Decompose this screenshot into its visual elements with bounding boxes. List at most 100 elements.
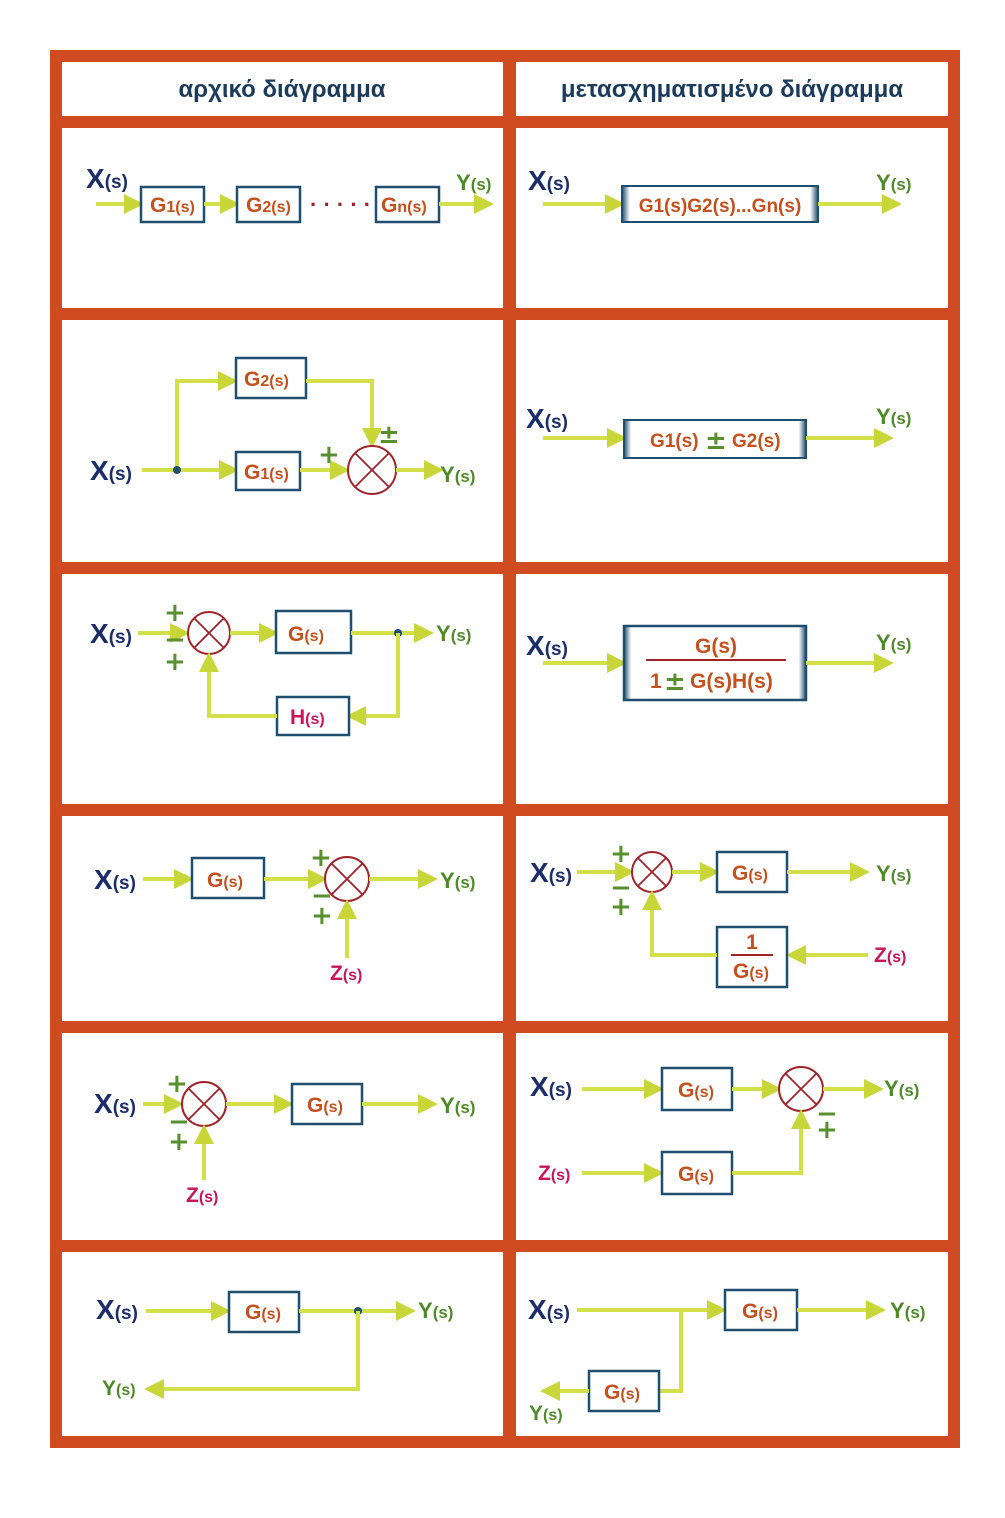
- wire: [659, 1310, 683, 1393]
- cell-r5-left: [62, 1033, 503, 1240]
- sign-plus: +: [318, 440, 340, 470]
- diagram-takeoff-after-original: X(s) Y(s) Y(s) G(s): [96, 1290, 453, 1400]
- junction-cross: [330, 862, 364, 896]
- sign-plus-minus: ±: [664, 667, 686, 697]
- input-x: X(s): [526, 630, 568, 661]
- junction-cross: [354, 452, 390, 488]
- input-z: Z(s): [186, 1184, 218, 1207]
- block-g-main: [723, 1288, 799, 1332]
- sign-minus: −: [311, 881, 333, 911]
- header-left-text: αρχικό διάγραμμα: [178, 76, 385, 103]
- input-x: X(s): [526, 403, 568, 434]
- block-g-upper: [660, 1066, 734, 1112]
- input-x: X(s): [530, 1071, 572, 1102]
- cell-r5-right: [516, 1033, 948, 1240]
- pickoff-point: [173, 466, 181, 474]
- output-y: Y(s): [440, 1093, 475, 1118]
- cell-r3-left: [62, 574, 503, 804]
- junction-cross: [784, 1072, 818, 1106]
- block-g: [290, 1082, 364, 1126]
- input-z: Z(s): [874, 944, 906, 967]
- input-x: X(s): [86, 163, 128, 194]
- output-y-branch: Y(s): [102, 1377, 136, 1400]
- wire: [144, 1311, 360, 1399]
- sign-plus: +: [164, 598, 186, 628]
- diagram-summing-after-original: + − + X(s) Y(s) Z(s) G(s): [94, 843, 475, 985]
- sign-plus-minus: ±: [378, 420, 400, 450]
- diagram-summing-after-transformed: 1 G(s) + − + X(s) Y(s) Z(s) G(s): [530, 839, 911, 989]
- label-g2: G2(s): [244, 368, 289, 391]
- diagram-feedback-original: + − + X(s) Y(s) G(s) H(s): [90, 598, 471, 737]
- diagram-parallel-transformed: G1(s) ± G2(s) X(s) Y(s): [526, 403, 911, 459]
- input-x: X(s): [528, 165, 570, 196]
- wire: [306, 379, 382, 448]
- wire: [199, 652, 277, 718]
- diagram-series-transformed: G1(s)G2(s)...Gn(s) X(s) Y(s): [528, 165, 911, 223]
- header-cell-left: [62, 62, 503, 116]
- output-y: Y(s): [876, 861, 911, 886]
- label-g-lower: G(s): [678, 1163, 714, 1186]
- input-x: X(s): [528, 1294, 570, 1325]
- label-g-upper: G(s): [678, 1079, 714, 1102]
- sign-plus-minus: ±: [705, 426, 727, 456]
- junction-cross: [187, 1087, 221, 1121]
- junction-cross: [637, 857, 667, 887]
- sign-plus: +: [816, 1115, 838, 1145]
- output-y: Y(s): [436, 621, 471, 646]
- block-g-branch: [587, 1369, 661, 1413]
- diagram-parallel-original: + ± X(s) Y(s) G2(s) G1(s): [90, 356, 475, 495]
- sign-minus: −: [168, 1107, 190, 1137]
- diagram-series-original: · · · · · X(s) Y(s) G1(s) G2(s) Gn(s): [86, 163, 494, 224]
- label-g-main: G(s): [742, 1300, 778, 1323]
- cell-r2-left: [62, 320, 503, 562]
- block-g2: [235, 185, 302, 224]
- label-product: G1(s)G2(s)...Gn(s): [639, 196, 802, 217]
- label-gn: Gn(s): [381, 194, 427, 217]
- block-sum: [623, 419, 807, 459]
- sign-plus: +: [166, 1069, 188, 1099]
- output-y-branch: Y(s): [529, 1402, 563, 1425]
- label-g: G(s): [307, 1094, 343, 1117]
- block-inverse-g: [715, 925, 789, 989]
- sign-plus: +: [310, 843, 332, 873]
- diagram-feedback-transformed: G(s) 1 ± G(s)H(s) X(s) Y(s): [526, 624, 911, 702]
- label-g: G(s): [207, 869, 243, 892]
- label-g: G(s): [288, 623, 324, 646]
- wire: [346, 633, 400, 726]
- header-right-text: μετασχηματισμένο διάγραμμα: [561, 76, 903, 103]
- cell-r6-right: [516, 1252, 948, 1436]
- fraction-numerator: G(s): [695, 635, 737, 658]
- cell-r6-left: [62, 1252, 503, 1436]
- sign-minus: −: [816, 1099, 838, 1129]
- label-g-branch: G(s): [604, 1381, 640, 1404]
- block-g1: [234, 450, 302, 492]
- output-y: Y(s): [456, 170, 491, 195]
- output-y: Y(s): [876, 170, 911, 195]
- label-g2: G2(s): [246, 194, 291, 217]
- block-g: [715, 850, 789, 894]
- wire: [732, 1109, 811, 1175]
- label-g1: G1(s): [244, 461, 289, 484]
- sign-minus: −: [164, 625, 186, 655]
- cell-r4-right: [516, 816, 948, 1021]
- inverse-numerator: 1: [746, 931, 758, 954]
- sign-plus: +: [610, 839, 632, 869]
- label-g1: G1(s): [150, 194, 195, 217]
- block-g: [227, 1290, 301, 1334]
- sign-plus: +: [168, 1127, 190, 1157]
- input-x: X(s): [94, 864, 136, 895]
- label-g: G(s): [732, 862, 768, 885]
- output-y: Y(s): [876, 404, 911, 429]
- header-cell-right: [516, 62, 948, 116]
- label-sum-g2: G2(s): [732, 431, 781, 452]
- label-h: H(s): [290, 706, 325, 729]
- output-y: Y(s): [890, 1298, 925, 1323]
- input-x: X(s): [90, 455, 132, 486]
- ellipsis-dots: · · · · ·: [310, 192, 371, 217]
- output-y: Y(s): [884, 1076, 919, 1101]
- wire: [642, 890, 717, 957]
- fraction-den-one: 1: [650, 670, 662, 693]
- input-x: X(s): [96, 1294, 138, 1325]
- block-product: [621, 185, 819, 223]
